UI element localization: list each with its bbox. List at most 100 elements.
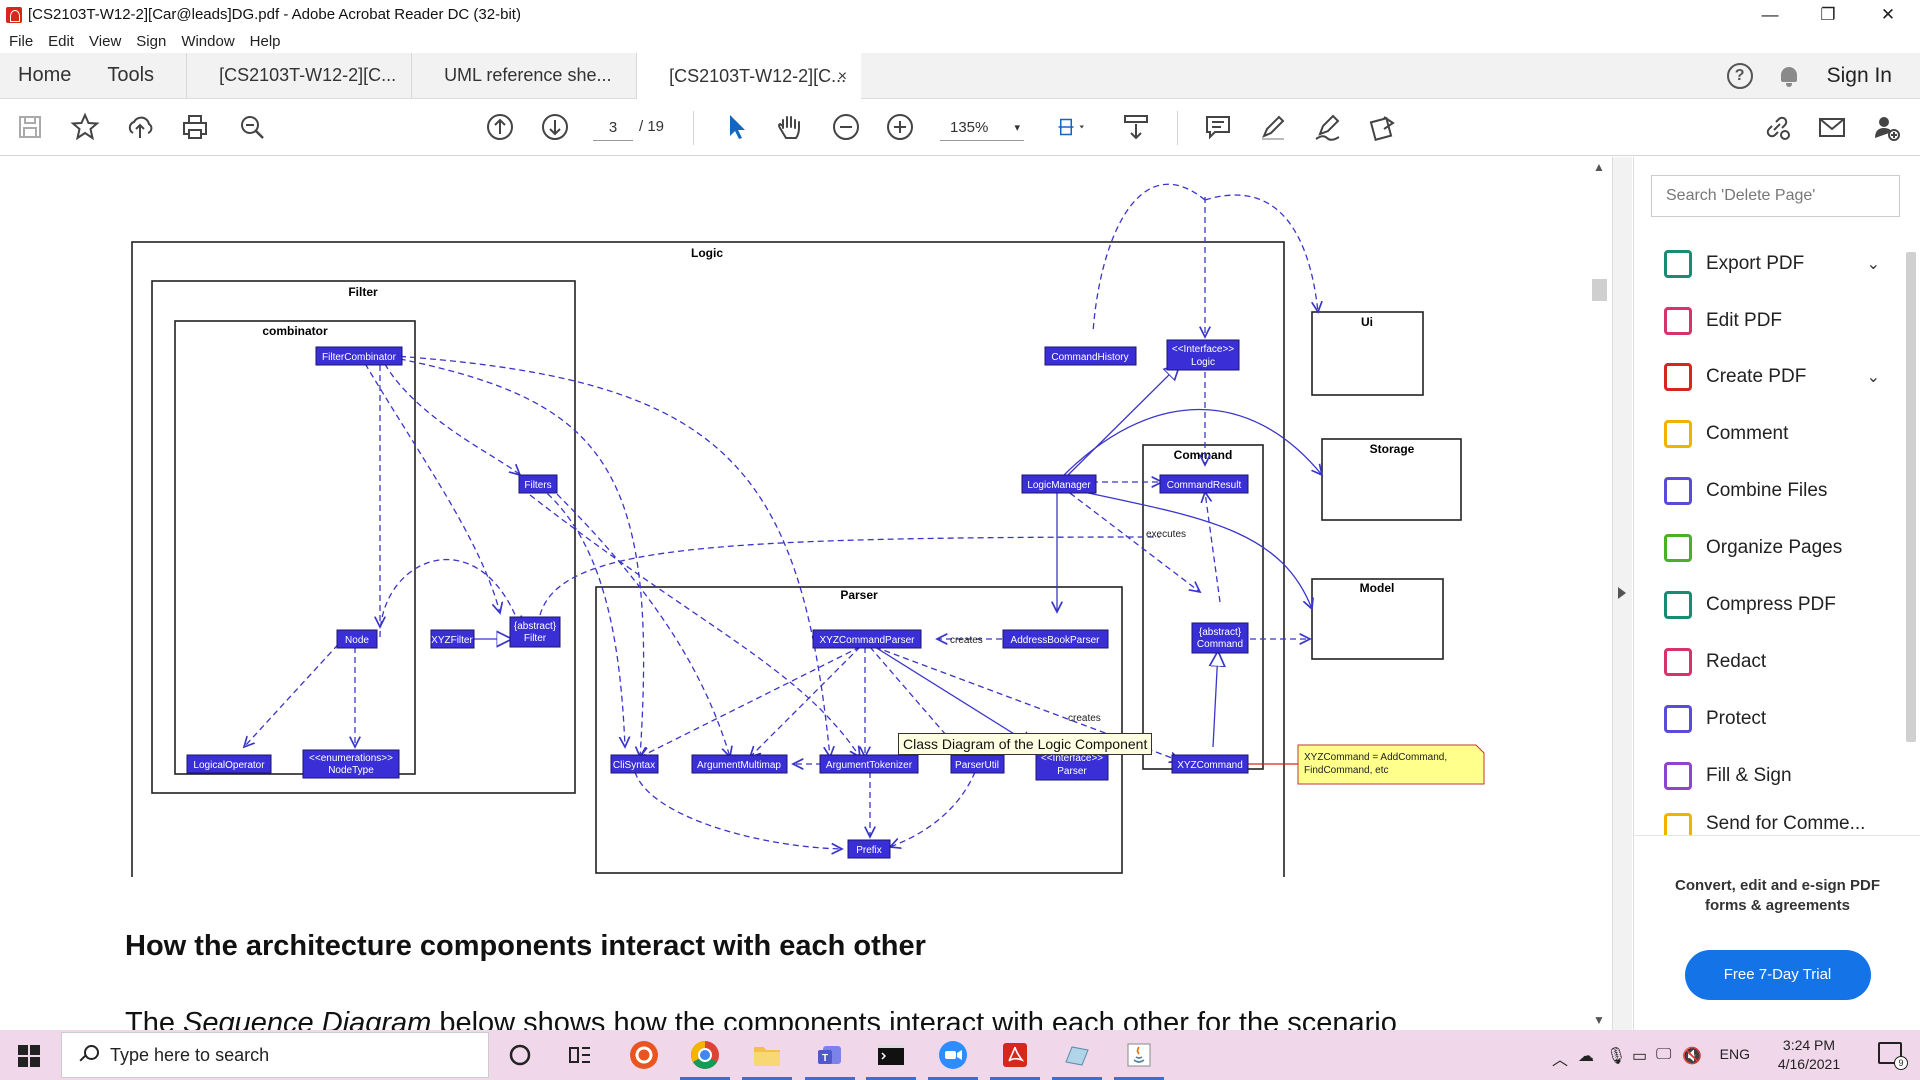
menu-sign[interactable]: Sign: [136, 32, 167, 50]
tool-edit-pdf[interactable]: Edit PDF: [1664, 301, 1894, 341]
scroll-mode-icon[interactable]: [1120, 111, 1152, 143]
document-viewport[interactable]: Logic Filter combinator Parser Command U…: [0, 157, 1615, 1030]
edge: [1204, 194, 1318, 312]
minimize-button[interactable]: —: [1761, 4, 1779, 24]
menu-edit[interactable]: Edit: [48, 32, 75, 50]
notification-bell-icon[interactable]: [1779, 65, 1799, 87]
volume-muted-icon[interactable]: 🔇: [1682, 1048, 1702, 1065]
highlight-pen-icon[interactable]: [1257, 111, 1289, 143]
close-button[interactable]: ✕: [1880, 4, 1896, 24]
help-icon[interactable]: ?: [1726, 63, 1753, 89]
microphone-icon[interactable]: 🎙: [1606, 1048, 1627, 1065]
battery-icon[interactable]: ▭: [1632, 1048, 1648, 1065]
zoom-icon[interactable]: [928, 1038, 978, 1080]
hand-tool-icon[interactable]: [774, 111, 806, 143]
zoom-level-select[interactable]: 135%▾: [940, 115, 1024, 141]
tab-document-2[interactable]: UML reference she...: [411, 53, 636, 98]
package-label: Storage: [1370, 442, 1415, 456]
terminal-icon[interactable]: [866, 1038, 916, 1080]
sign-in-button[interactable]: Sign In: [1826, 64, 1892, 87]
tab-tools[interactable]: Tools: [107, 64, 155, 86]
java-icon[interactable]: [1114, 1038, 1164, 1080]
menu-help[interactable]: Help: [249, 32, 281, 50]
generic-app-icon[interactable]: [1052, 1038, 1102, 1080]
comment-icon[interactable]: [1202, 111, 1234, 143]
onedrive-cloud-icon[interactable]: ☁: [1578, 1048, 1594, 1065]
tab-document-1[interactable]: [CS2103T-W12-2][C...: [186, 53, 411, 98]
bookmark-star-icon[interactable]: [69, 111, 101, 143]
tools-scroll-thumb[interactable]: [1906, 252, 1916, 742]
share-link-icon[interactable]: [1761, 111, 1793, 143]
language-indicator[interactable]: ENG: [1719, 1046, 1750, 1062]
tool-fill-sign[interactable]: Fill & Sign: [1664, 756, 1894, 796]
search-zoom-icon[interactable]: [236, 111, 268, 143]
tool-comment[interactable]: Comment: [1664, 414, 1894, 454]
upload-cloud-icon[interactable]: [124, 111, 156, 143]
notification-center-icon[interactable]: 9: [1878, 1042, 1908, 1070]
page-up-icon[interactable]: [484, 111, 516, 143]
package-label: Ui: [1361, 315, 1373, 329]
document-scrollbar[interactable]: ▲ ▼: [1588, 157, 1610, 1030]
tools-search-input[interactable]: Search 'Delete Page': [1651, 175, 1900, 217]
right-panel-toggle[interactable]: [1612, 157, 1632, 1030]
page-number-input[interactable]: 3: [593, 115, 633, 141]
scroll-thumb[interactable]: [1592, 279, 1607, 301]
show-hidden-icons-icon[interactable]: ︿: [1552, 1052, 1569, 1069]
tool-send-for-comment[interactable]: Send for Comme...: [1664, 807, 1894, 835]
clock[interactable]: 3:24 PM 4/16/2021: [1764, 1036, 1854, 1074]
share-send-icon[interactable]: [1367, 111, 1399, 143]
tool-combine-files[interactable]: Combine Files: [1664, 471, 1894, 511]
chevron-down-icon: ▾: [1014, 122, 1020, 134]
menu-window[interactable]: Window: [181, 32, 235, 50]
zoom-out-icon[interactable]: [830, 111, 862, 143]
free-trial-button[interactable]: Free 7-Day Trial: [1684, 950, 1871, 1000]
edge: [549, 486, 730, 757]
chrome-icon[interactable]: [680, 1038, 730, 1080]
logo-quad: [30, 1045, 40, 1055]
chevron-down-icon[interactable]: ⌄: [1866, 256, 1880, 273]
acrobat-icon[interactable]: [990, 1038, 1040, 1080]
email-icon[interactable]: [1816, 111, 1848, 143]
tool-protect[interactable]: Protect: [1664, 699, 1894, 739]
tool-organize-pages[interactable]: Organize Pages: [1664, 528, 1894, 568]
tool-create-pdf[interactable]: Create PDF⌄: [1664, 357, 1894, 397]
tools-scrollbar[interactable]: [1902, 232, 1920, 832]
close-tab-icon[interactable]: ×: [837, 67, 848, 85]
fill-sign-icon[interactable]: [1312, 111, 1344, 143]
print-icon[interactable]: [179, 111, 211, 143]
tab-label: [CS2103T-W12-2][C...: [219, 65, 397, 85]
network-icon[interactable]: 🖵: [1656, 1046, 1672, 1063]
package-label: Parser: [840, 588, 878, 602]
tab-document-3[interactable]: [CS2103T-W12-2][C...×: [636, 53, 862, 100]
menu-view[interactable]: View: [89, 32, 122, 50]
task-view-icon[interactable]: [563, 1038, 597, 1072]
scroll-down-icon[interactable]: ▼: [1593, 1013, 1605, 1027]
tab-home[interactable]: Home: [18, 64, 72, 86]
save-icon[interactable]: [14, 111, 46, 143]
file-explorer-icon[interactable]: [742, 1038, 792, 1080]
parser-package: [595, 586, 1123, 874]
scroll-up-icon[interactable]: ▲: [1593, 160, 1605, 174]
cortana-icon[interactable]: [503, 1038, 537, 1072]
toolbar: 3 / 19 135%▾: [0, 99, 1920, 156]
zoom-in-icon[interactable]: [884, 111, 916, 143]
class-node-type: <<enumerations>>NodeType: [302, 749, 400, 779]
tool-compress-pdf[interactable]: Compress PDF: [1664, 585, 1894, 625]
teams-icon[interactable]: T: [805, 1038, 855, 1080]
tool-export-pdf[interactable]: Export PDF⌄: [1664, 244, 1894, 284]
tool-label: Compress PDF: [1706, 594, 1836, 615]
windows-start-icon[interactable]: [18, 1045, 40, 1067]
add-user-icon[interactable]: [1871, 111, 1903, 143]
class-label: AddressBookParser: [1011, 635, 1101, 646]
package-label: combinator: [262, 324, 328, 338]
menu-file[interactable]: File: [9, 32, 34, 50]
fit-page-icon[interactable]: [1050, 111, 1094, 143]
page-down-icon[interactable]: [539, 111, 571, 143]
tool-label: Protect: [1706, 708, 1767, 729]
ubuntu-icon[interactable]: [627, 1038, 661, 1072]
chevron-down-icon[interactable]: ⌄: [1866, 369, 1880, 386]
taskbar-search-box[interactable]: Type here to search: [61, 1032, 489, 1078]
tool-redact[interactable]: Redact: [1664, 642, 1894, 682]
select-arrow-icon[interactable]: [720, 111, 752, 143]
restore-button[interactable]: ❐: [1820, 4, 1836, 24]
